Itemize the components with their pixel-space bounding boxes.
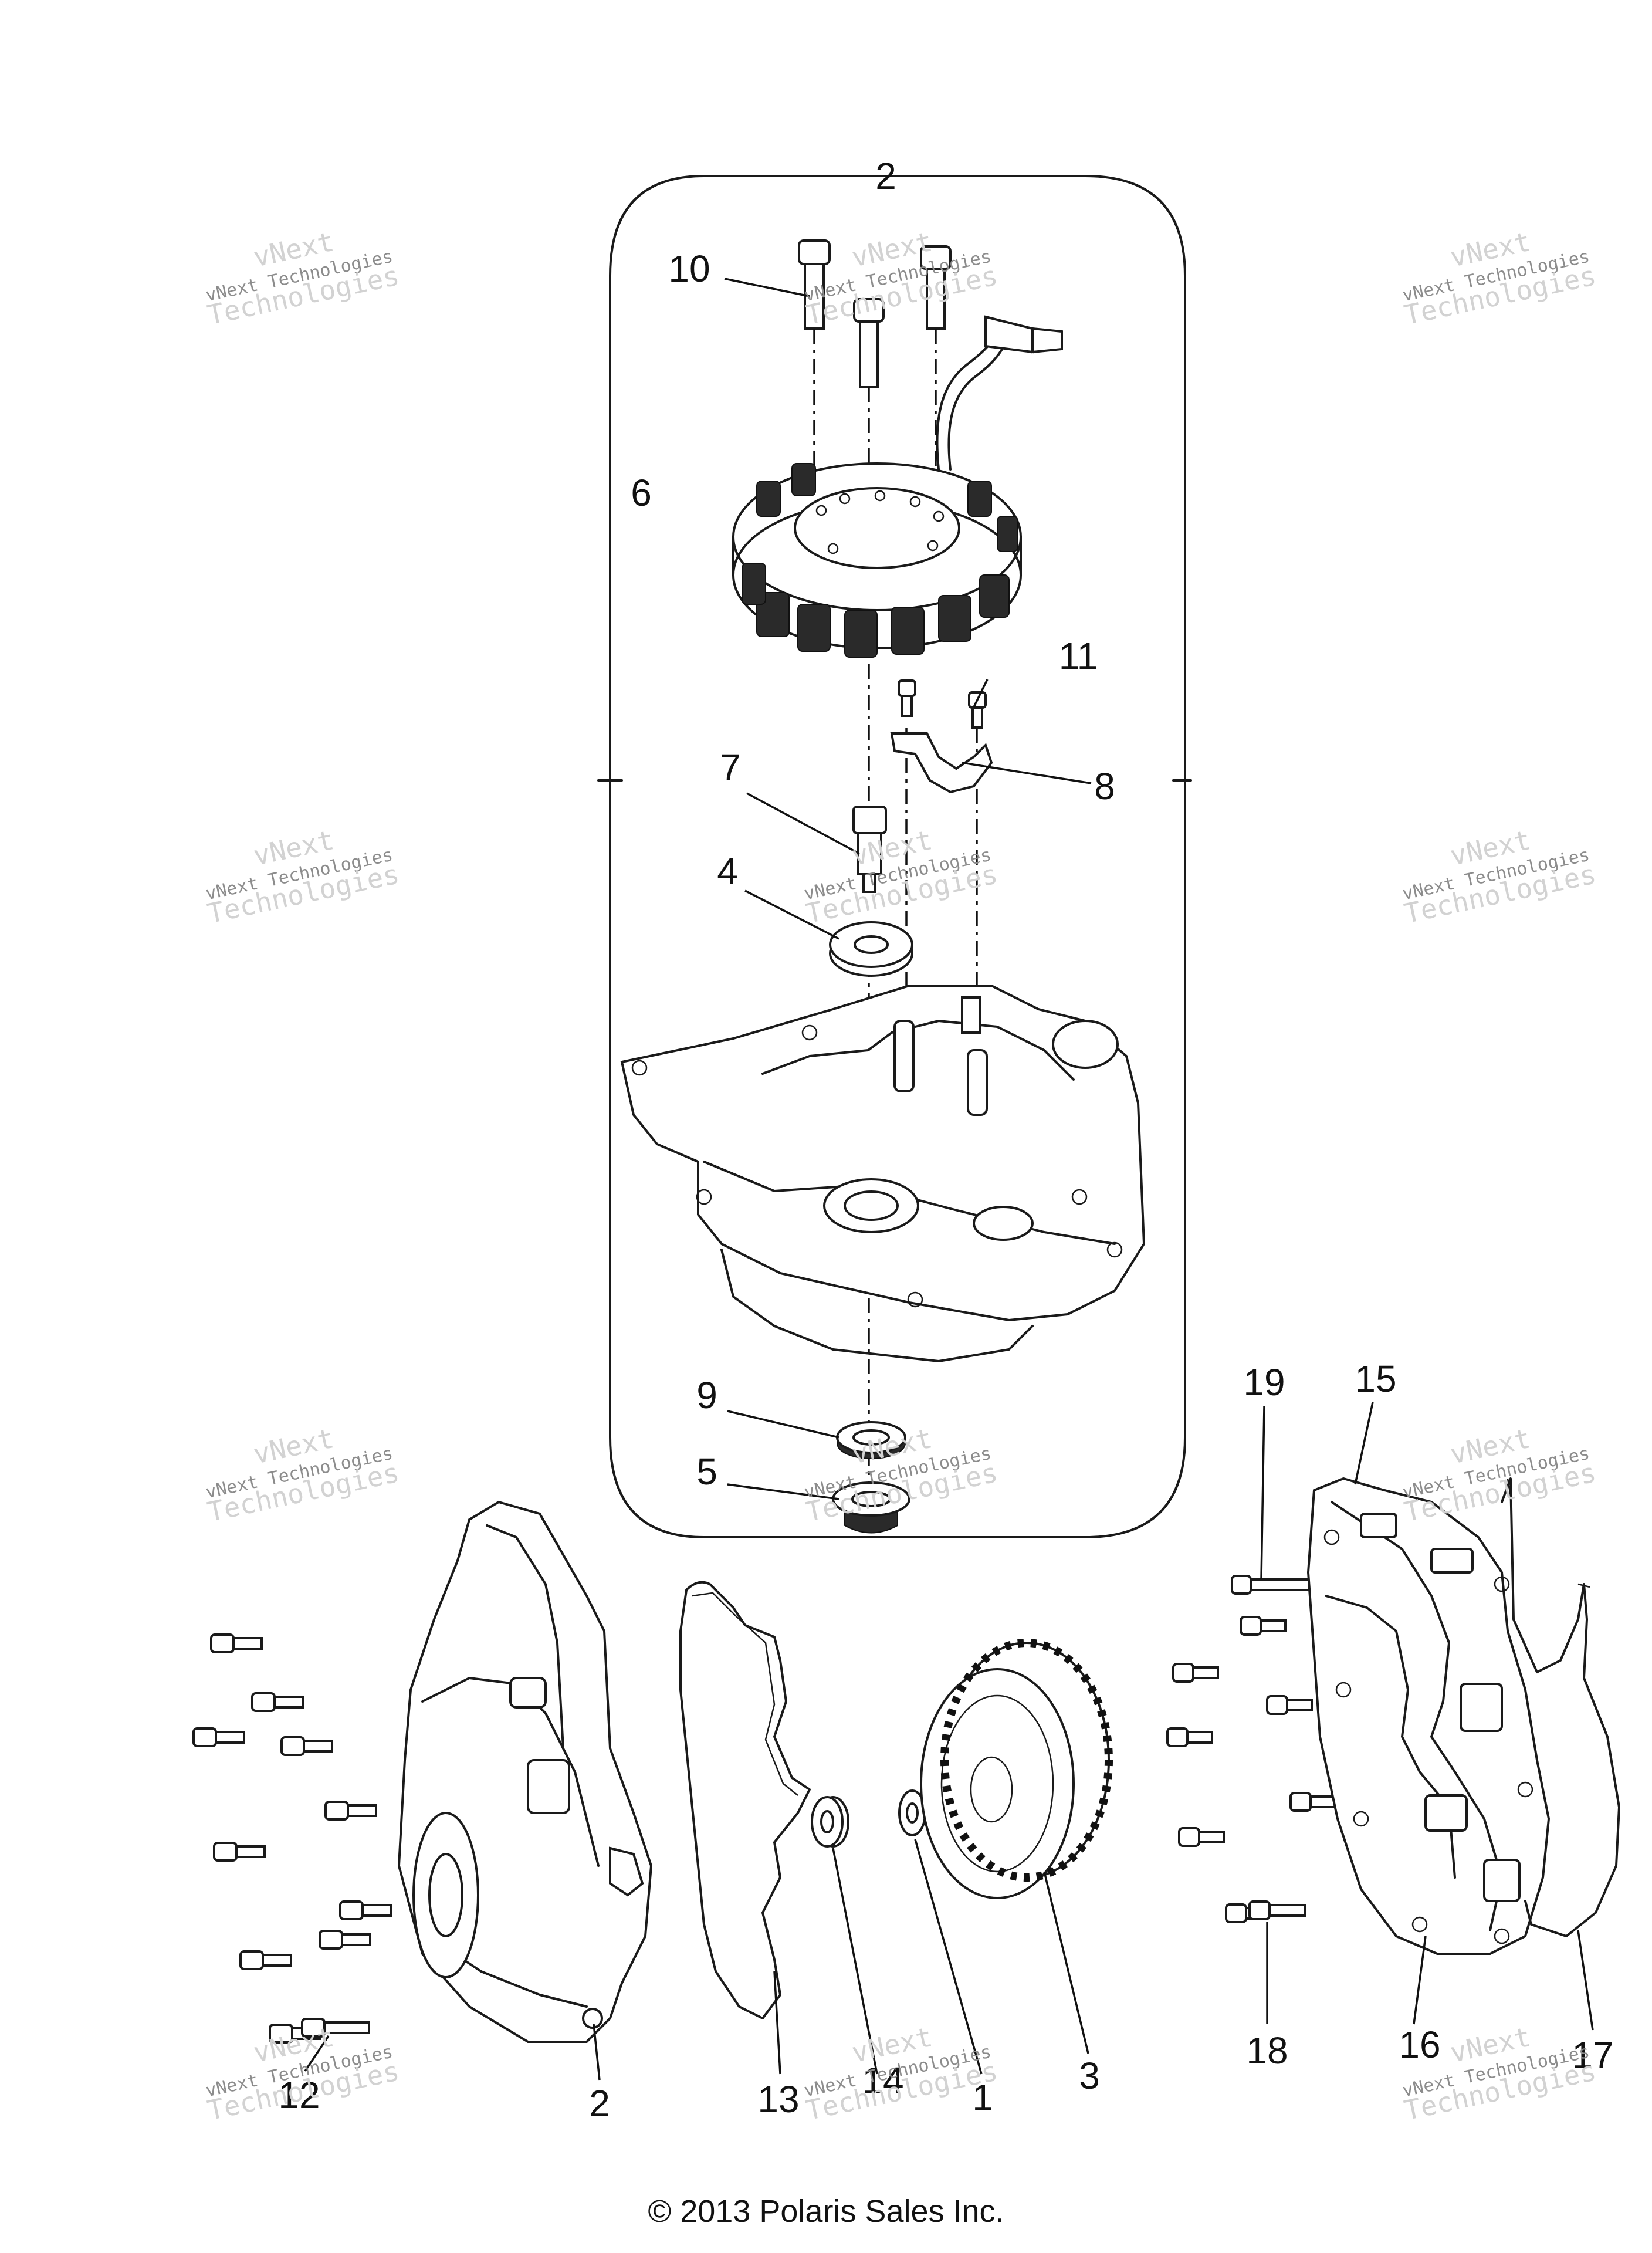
leader-lines — [304, 278, 1594, 2081]
right-cover-bolts — [1166, 1575, 1336, 1923]
stator — [732, 462, 1022, 658]
callout-7: 7 — [720, 746, 741, 789]
callout-2-top: 2 — [875, 155, 896, 197]
watermark: vNext vNext Technologies Technologies — [802, 2021, 1000, 2126]
callout-18: 18 — [1246, 2029, 1288, 2072]
callout-8: 8 — [1094, 765, 1115, 807]
plug-5 — [832, 1481, 910, 1534]
callout-10: 10 — [668, 248, 710, 290]
washer-4 — [829, 921, 913, 977]
gasket-inner-line — [692, 1592, 798, 1796]
callout-5: 5 — [696, 1450, 717, 1493]
watermark: vNext vNext Technologies Technologies — [1400, 225, 1599, 331]
nut-14 — [811, 1796, 849, 1848]
watermark: vNext vNext Technologies Technologies — [1400, 1422, 1599, 1528]
callout-14: 14 — [862, 2059, 903, 2102]
watermark: vNext vNext Technologies Technologies — [802, 824, 1000, 929]
watermark: vNext vNext Technologies Technologies — [204, 225, 402, 331]
callout-19: 19 — [1243, 1361, 1285, 1403]
callout-6: 6 — [631, 472, 652, 514]
callout-11: 11 — [1059, 635, 1098, 677]
sensor-plug — [852, 806, 887, 893]
callout-13: 13 — [757, 2078, 799, 2120]
gasket-17 — [1501, 1477, 1620, 1937]
bracket-screws — [898, 679, 987, 729]
left-engine-cover — [397, 1500, 653, 2043]
gasket-13 — [679, 1581, 811, 2019]
callout-4: 4 — [717, 850, 738, 892]
assembly-group-border — [609, 175, 1186, 1538]
copyright-notice: © 2013 Polaris Sales Inc. — [648, 2194, 1004, 2229]
watermark: vNext vNext Technologies Technologies — [204, 1422, 402, 1528]
right-engine-cover — [1306, 1477, 1551, 1955]
callout-9: 9 — [696, 1374, 717, 1416]
callout-1: 1 — [972, 2076, 993, 2119]
callout-16: 16 — [1399, 2024, 1440, 2066]
stator-wire-connector — [936, 315, 1063, 471]
flywheel-3 — [920, 1639, 1113, 1899]
watermark: vNext vNext Technologies Technologies — [204, 824, 402, 929]
callout-labels: 2 10 6 11 8 7 4 9 5 19 15 12 2 13 14 1 3… — [278, 155, 1613, 2125]
seal-9 — [836, 1421, 906, 1459]
gasket-17-tabs — [1507, 1478, 1590, 1588]
callout-17: 17 — [1572, 2034, 1613, 2076]
watermark: vNext vNext Technologies Technologies — [1400, 824, 1599, 929]
stator-housing — [620, 985, 1146, 1362]
callout-15: 15 — [1355, 1358, 1396, 1400]
callout-12: 12 — [278, 2074, 320, 2116]
callout-2-bottom: 2 — [589, 2082, 610, 2125]
left-cover-bolts — [192, 1633, 392, 2044]
callout-3: 3 — [1079, 2055, 1100, 2097]
wire-clamp-bracket — [890, 732, 993, 794]
stator-bolts — [798, 239, 952, 388]
